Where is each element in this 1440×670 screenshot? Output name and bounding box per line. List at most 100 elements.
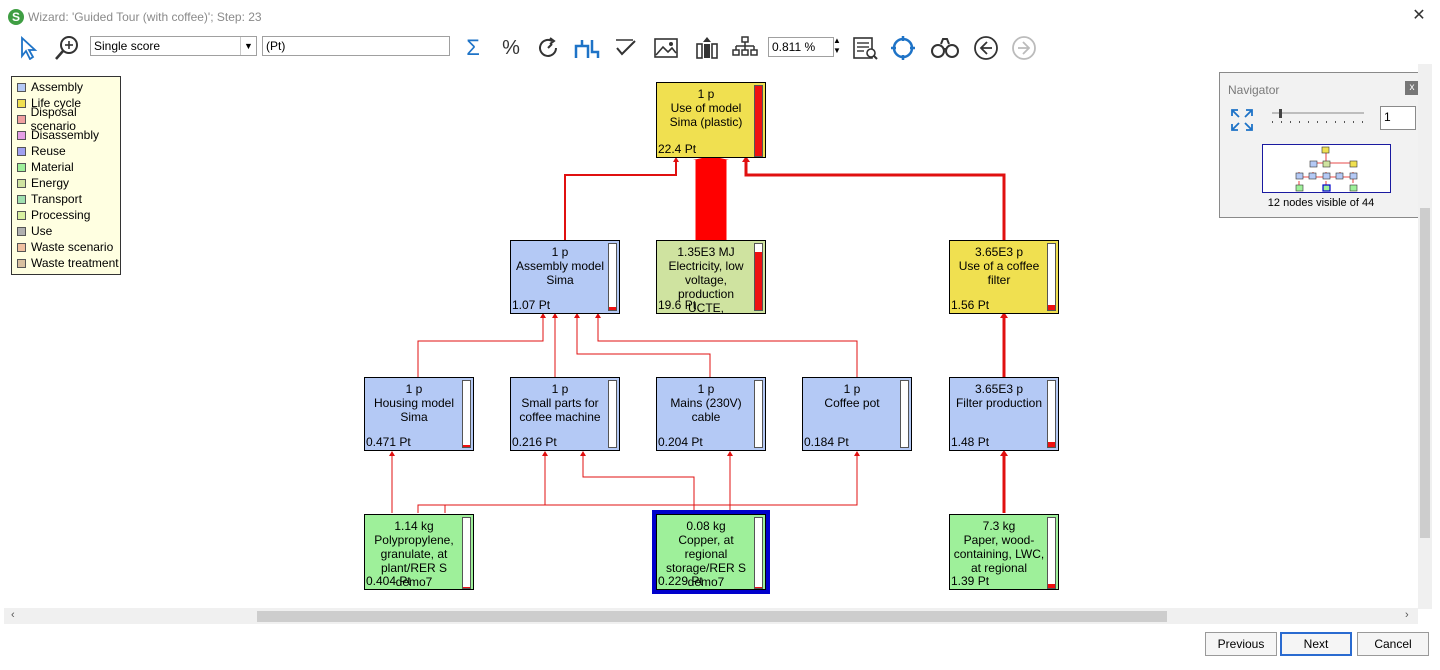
legend-swatch [17, 258, 26, 268]
level-input[interactable]: 1 [1380, 106, 1416, 130]
node-score: 0.404 Pt [366, 574, 411, 588]
node-housing[interactable]: 1 p Housing model Sima 0.471 Pt [364, 377, 474, 451]
score-bar [754, 85, 763, 157]
node-score: 19.6 Pt [658, 298, 697, 312]
node-filter-production[interactable]: 3.65E3 p Filter production 1.48 Pt [949, 377, 1059, 451]
node-score: 0.216 Pt [512, 435, 557, 449]
navigator-close-icon[interactable]: x [1405, 81, 1419, 95]
report-icon[interactable] [850, 34, 880, 62]
score-bar [1047, 517, 1056, 589]
legend-swatch [17, 210, 26, 220]
legend-label: Use [31, 224, 53, 238]
node-coffee-pot[interactable]: 1 p Coffee pot 0.184 Pt [802, 377, 912, 451]
node-score: 1.56 Pt [951, 298, 990, 312]
legend-label: Energy [31, 176, 70, 190]
sigma-icon[interactable]: Σ [466, 35, 480, 60]
legend-swatch [17, 226, 26, 236]
node-name: Mains (230V) cable [670, 396, 742, 424]
navigator-panel[interactable]: Navigator x 1 12 nodes visible of 44 [1219, 72, 1423, 218]
score-bar-fill [1048, 583, 1055, 588]
score-bar-fill [755, 251, 762, 310]
node-name: Filter production [955, 396, 1043, 410]
percent-icon[interactable]: % [502, 36, 520, 59]
back-icon[interactable] [972, 34, 1000, 62]
cancel-button[interactable]: Cancel [1357, 632, 1429, 656]
node-name: Paper, wood-containing, LWC, at regional [953, 533, 1045, 575]
legend-item: Transport [17, 191, 82, 207]
legend-item: Disposal scenario [17, 105, 120, 133]
navigator-title: Navigator [1228, 83, 1280, 97]
unit-field[interactable]: (Pt) [262, 36, 450, 56]
node-name: Use of a coffee filter [958, 259, 1040, 287]
check-edit-icon[interactable] [612, 34, 640, 62]
chevron-down-icon[interactable]: ▼ [240, 37, 256, 55]
node-name: Small parts for coffee machine [519, 396, 601, 424]
node-amount: 1 p [843, 382, 861, 396]
binoculars-icon[interactable] [928, 34, 962, 62]
node-amount: 1 p [551, 382, 569, 396]
score-bar [608, 243, 617, 311]
node-use-model[interactable]: 1 p Use of model Sima (plastic) 22.4 Pt [656, 82, 766, 158]
legend-item: Disassembly [17, 127, 99, 143]
close-window-button[interactable]: ✕ [1412, 7, 1426, 24]
score-bar-fill [755, 86, 762, 156]
legend-swatch [17, 178, 26, 188]
scrollbar-thumb[interactable] [257, 611, 1167, 622]
score-bar-fill [1048, 305, 1055, 310]
legend-label: Life cycle [31, 96, 82, 110]
legend-item: Life cycle [17, 95, 81, 111]
node-copper[interactable]: 0.08 kg Copper, at regional storage/RER … [652, 510, 770, 594]
previous-button[interactable]: Previous [1205, 632, 1277, 656]
level-slider[interactable] [1270, 109, 1366, 125]
node-coffee-filter[interactable]: 3.65E3 p Use of a coffee filter 1.56 Pt [949, 240, 1059, 314]
method-select[interactable]: Single score ▼ [90, 36, 257, 56]
node-assembly[interactable]: 1 p Assembly model Sima 1.07 Pt [510, 240, 620, 314]
cutoff-input[interactable]: 0.811 % [768, 37, 834, 57]
next-button[interactable]: Next [1280, 632, 1352, 656]
legend-item: Waste scenario [17, 239, 113, 255]
legend-item: Use [17, 223, 52, 239]
cutoff-spinner[interactable]: ▲▼ [833, 36, 841, 55]
node-name: Housing model Sima [373, 396, 455, 424]
legend-swatch [17, 114, 26, 124]
legend-swatch [17, 242, 26, 252]
target-icon[interactable] [888, 34, 918, 62]
node-paper[interactable]: 7.3 kg Paper, wood-containing, LWC, at r… [949, 514, 1059, 590]
node-small-parts[interactable]: 1 p Small parts for coffee machine 0.216… [510, 377, 620, 451]
node-amount: 1 p [697, 382, 715, 396]
title-bar: S Wizard: 'Guided Tour (with coffee)'; S… [0, 0, 1440, 35]
node-amount: 1.14 kg [394, 519, 434, 533]
pointer-icon[interactable] [14, 34, 42, 62]
legend-swatch [17, 146, 26, 156]
expand-icon[interactable] [1230, 108, 1253, 131]
legend-item: Processing [17, 207, 90, 223]
window-title: Wizard: 'Guided Tour (with coffee)'; Ste… [28, 10, 262, 24]
score-bar [754, 243, 763, 311]
node-name: Polypropylene, granulate, at plant/RER S… [374, 533, 454, 589]
node-polypropylene[interactable]: 1.14 kg Polypropylene, granulate, at pla… [364, 514, 474, 590]
scroll-right-icon[interactable]: › [1405, 609, 1409, 621]
score-bar-fill [609, 306, 616, 310]
image-icon[interactable] [652, 34, 680, 62]
scrollbar-thumb[interactable] [1420, 208, 1430, 538]
legend-swatch [17, 82, 26, 92]
vertical-scrollbar[interactable] [1418, 64, 1432, 609]
legend-label: Material [31, 160, 74, 174]
horizontal-scrollbar[interactable] [4, 608, 1418, 624]
node-amount: 1 p [697, 87, 715, 101]
network-layout-icon[interactable] [572, 34, 602, 62]
node-mains-cable[interactable]: 1 p Mains (230V) cable 0.204 Pt [656, 377, 766, 451]
forward-icon[interactable] [1010, 34, 1038, 62]
score-bar [1047, 243, 1056, 311]
node-score: 0.184 Pt [804, 435, 849, 449]
legend: Assembly Life cycle Disposal scenario Di… [11, 76, 121, 275]
level-value: 1 [1384, 110, 1391, 124]
zoom-icon[interactable] [52, 34, 82, 62]
align-icon[interactable] [692, 34, 722, 62]
legend-item: Energy [17, 175, 69, 191]
tree-icon[interactable] [730, 34, 760, 62]
scroll-left-icon[interactable]: ‹ [11, 609, 15, 621]
node-electricity[interactable]: 1.35E3 MJ Electricity, low voltage, prod… [656, 240, 766, 315]
refresh-icon[interactable] [534, 34, 562, 62]
navigator-minimap[interactable] [1262, 144, 1391, 193]
